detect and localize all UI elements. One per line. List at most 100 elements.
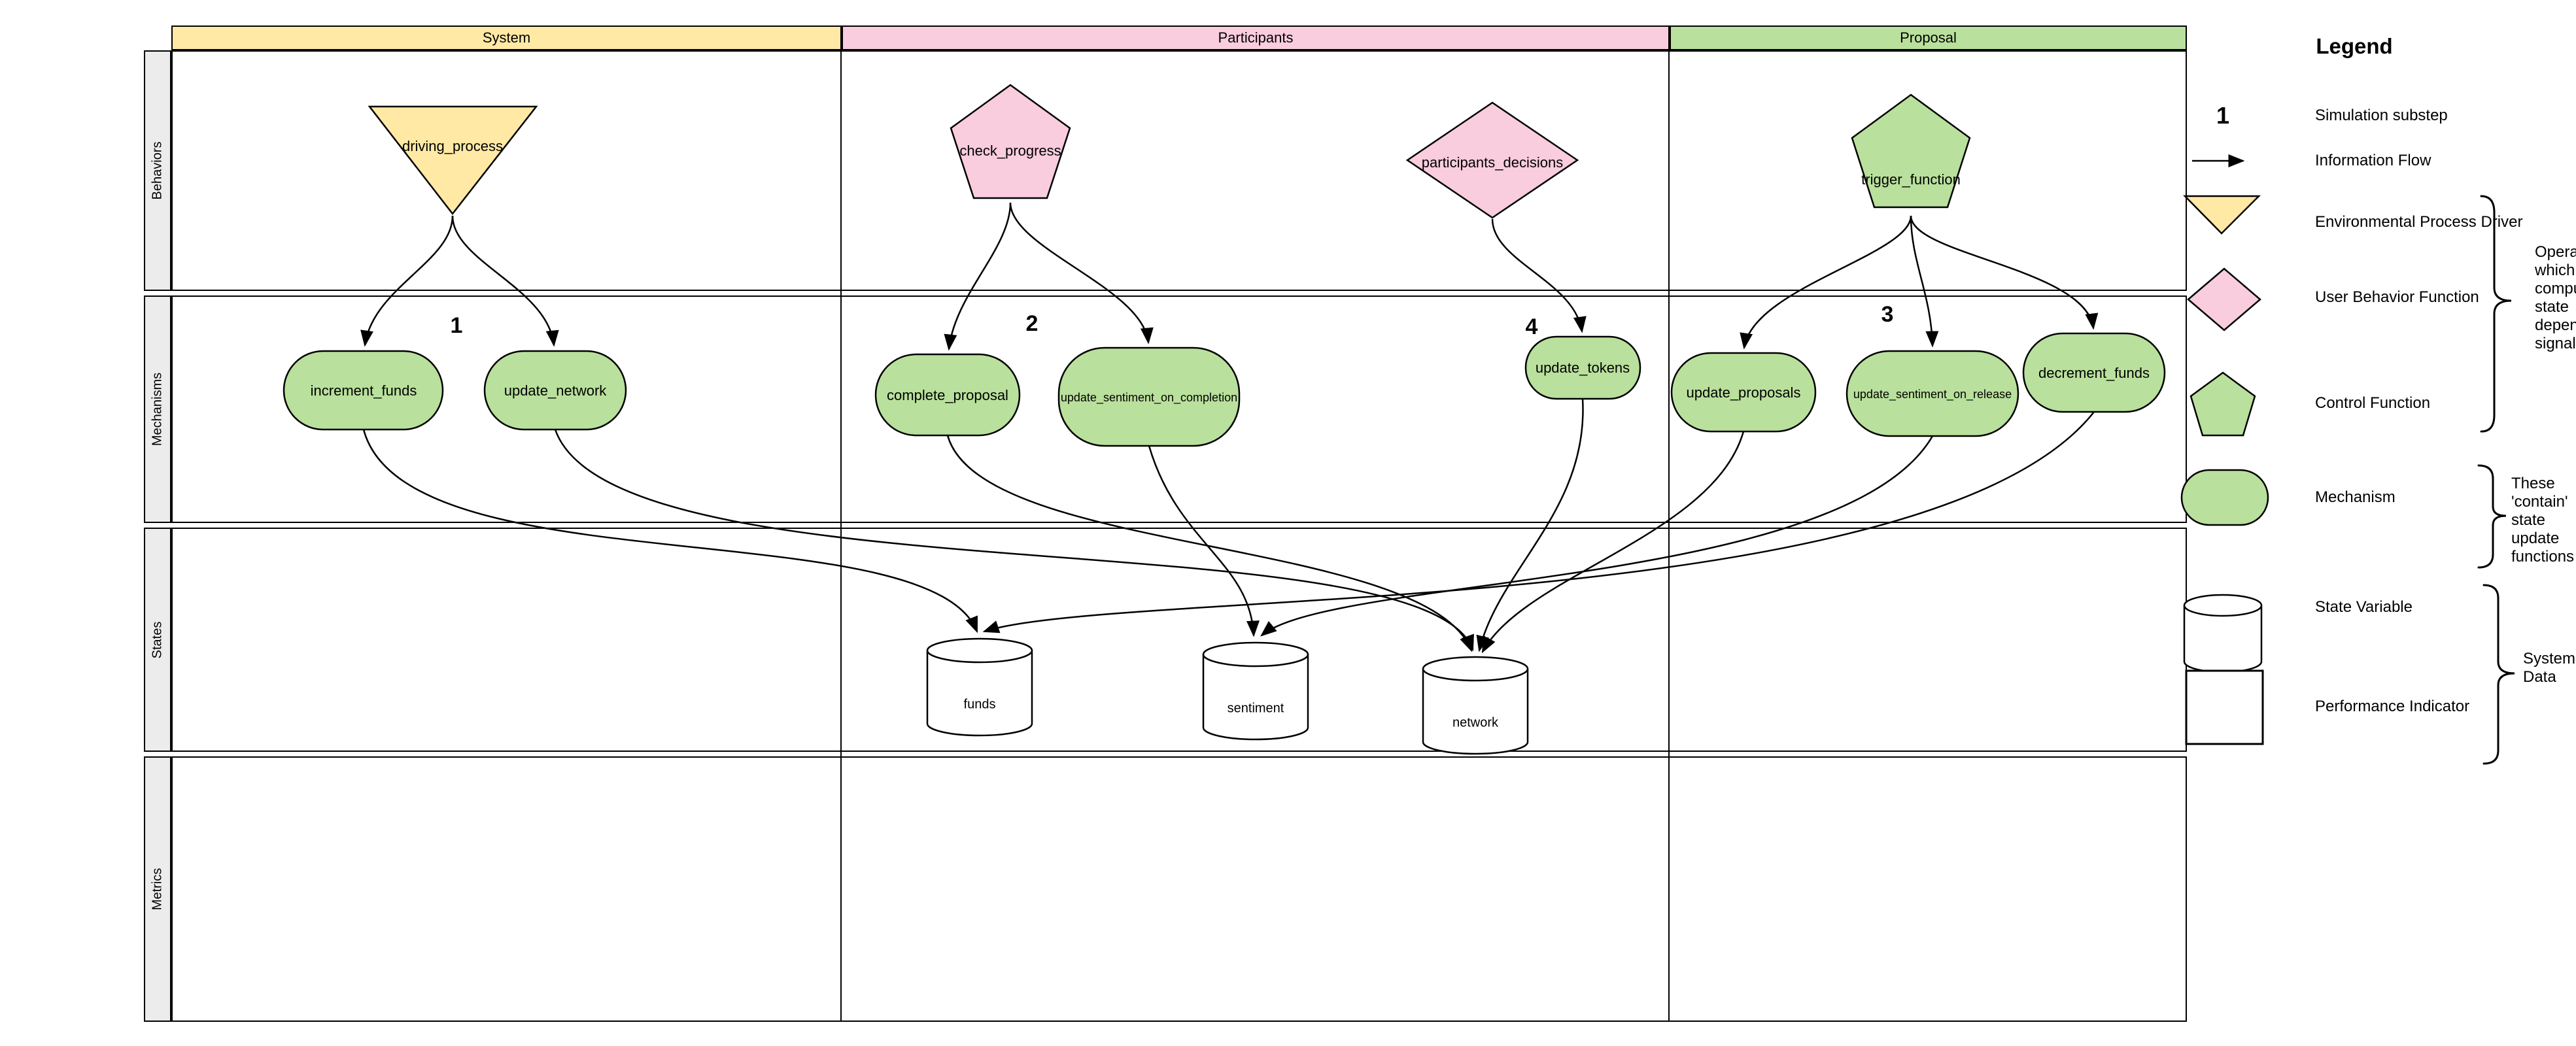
flow-update-network-to-network[interactable] [554,429,1474,652]
row-frame-mechanisms [171,295,2187,523]
substep-number-2: 2 [1026,311,1039,336]
update-network-label: update_network [504,382,608,399]
trigger-function-shape[interactable] [1851,93,1971,209]
legend-annotation-contain-line: These [2511,475,2555,492]
flow-trigger-function-to-update-proposals[interactable] [1740,215,1912,350]
funds-label: funds [964,697,996,711]
substep-number-4: 4 [1526,314,1538,339]
legend-annotation-operators-line: which [2535,262,2575,279]
legend-item-control-function: Control Function [2315,394,2431,412]
network-cylinder-top[interactable] [1422,656,1529,682]
trigger-function-label: trigger_function [1861,171,1961,188]
legend-annotation-system-data: System Data [2523,650,2575,686]
row-frame-metrics [171,756,2187,1022]
legend-annotation-operators-line: state [2535,298,2569,316]
row-label-states: States [144,528,171,752]
legend-item-state-variable: State Variable [2315,598,2413,616]
legend-annotation-operators-line: Operators [2535,243,2576,261]
flow-update-sentiment-on-completion-to-sentiment[interactable] [1148,445,1260,637]
flow-increment-funds-to-funds[interactable] [362,429,978,633]
column-divider-participants-proposal [1668,50,1670,1022]
flow-driving-process-to-update-network[interactable] [451,215,559,347]
legend-annotation-contain-line: functions [2511,548,2575,565]
decrement-funds-shape[interactable] [2022,332,2166,413]
substep-number-1: 1 [451,313,463,338]
flow-check-progress-to-update-sentiment-on-completion[interactable] [1009,202,1154,345]
participants-decisions-label: participants_decisions [1422,154,1563,171]
increment-funds-shape[interactable] [283,350,444,431]
check-progress-label: check_progress [959,143,1061,159]
flow-update-sentiment-on-release-to-sentiment[interactable] [1260,435,1934,637]
legend-annotation-contain-line: update [2511,530,2560,547]
legend-annotation-operators-line: compute [2535,280,2576,297]
legend-performance-indicator-icon [2185,669,2264,745]
row-label-metrics: Metrics [144,756,171,1022]
decrement-funds-label: decrement_funds [2038,365,2150,381]
update-sentiment-on-completion-shape[interactable] [1057,346,1241,447]
complete-proposal-shape[interactable] [874,353,1021,437]
update-tokens-label: update_tokens [1536,360,1630,376]
legend-title: Legend [2316,34,2393,58]
legend-annotation-contain-line: state [2511,511,2546,529]
flow-update-tokens-to-network[interactable] [1476,398,1584,652]
legend-user-behavior-function-icon [2187,267,2261,331]
check-progress-shape[interactable] [950,84,1071,199]
legend-annotation-operators-line: signals [2535,335,2576,352]
column-header-participants[interactable]: Participants [842,25,1670,50]
legend-state-variable-icon-top [2183,594,2263,617]
flow-participants-decisions-to-update-tokens[interactable] [1491,218,1587,333]
participants-decisions-shape[interactable] [1405,101,1579,219]
flow-update-proposals-to-network[interactable] [1481,431,1745,654]
driving-process-label: driving_process [402,138,503,154]
row-label-behaviors: Behaviors [144,50,171,291]
column-header-proposal[interactable]: Proposal [1670,25,2187,50]
legend-annotation-operators-line: dependent [2535,316,2576,334]
flow-trigger-function-to-update-sentiment-on-release[interactable] [1910,215,1939,348]
flow-decrement-funds-to-funds[interactable] [982,411,2095,633]
column-header-system[interactable]: System [171,25,842,50]
legend-control-function-icon [2190,371,2256,437]
increment-funds-label: increment_funds [311,382,417,399]
network-label: network [1452,715,1499,730]
legend-brace-mechanism [2477,464,2507,569]
legend-environmental-process-driver-icon [2183,195,2261,235]
sentiment-cylinder-top[interactable] [1202,641,1309,667]
funds-cylinder-body[interactable] [926,650,1033,737]
flow-trigger-function-to-decrement-funds[interactable] [1910,215,2099,330]
legend-annotation-system-data-line: Data [2523,668,2556,686]
legend-brace-signal-operators [2480,195,2512,433]
legend-simulation-substep-symbol: 1 [2216,102,2230,129]
row-label-mechanisms: Mechanisms [144,295,171,523]
row-frame-behaviors [171,50,2187,291]
legend-annotation-system-data-line: System [2523,650,2576,667]
column-divider-system-participants [840,50,842,1022]
legend-brace-system-data [2482,584,2515,765]
update-network-shape[interactable] [483,350,627,431]
legend-mechanism-icon [2180,469,2269,526]
update-proposals-shape[interactable] [1670,352,1817,433]
update-tokens-shape[interactable] [1524,335,1641,400]
flow-driving-process-to-increment-funds[interactable] [360,215,454,347]
sentiment-label: sentiment [1228,701,1284,715]
update-sentiment-on-completion-label: update_sentiment_on_completion [1061,391,1237,405]
legend-annotation-contain-line: 'contain' [2511,493,2568,511]
update-sentiment-on-release-shape[interactable] [1846,350,2019,437]
substep-number-3: 3 [1881,302,1894,327]
legend-item-environmental-process-driver: Environmental Process Driver [2315,213,2523,231]
legend-item-information-flow: Information Flow [2315,152,2431,169]
complete-proposal-label: complete_proposal [887,387,1008,403]
flow-check-progress-to-complete-proposal[interactable] [944,202,1012,351]
network-cylinder-body[interactable] [1422,669,1529,755]
sentiment-cylinder-body[interactable] [1202,654,1309,741]
driving-process-shape[interactable] [368,105,538,216]
update-sentiment-on-release-label: update_sentiment_on_release [1853,388,2012,401]
legend-annotation-contain: These 'contain' state update functions [2511,475,2574,566]
update-proposals-label: update_proposals [1687,384,1801,401]
legend-item-user-behavior-function: User Behavior Function [2315,288,2479,306]
flow-complete-proposal-to-network[interactable] [946,435,1473,652]
funds-cylinder-top[interactable] [926,637,1033,664]
legend-item-mechanism: Mechanism [2315,488,2396,506]
legend-item-performance-indicator: Performance Indicator [2315,698,2470,715]
